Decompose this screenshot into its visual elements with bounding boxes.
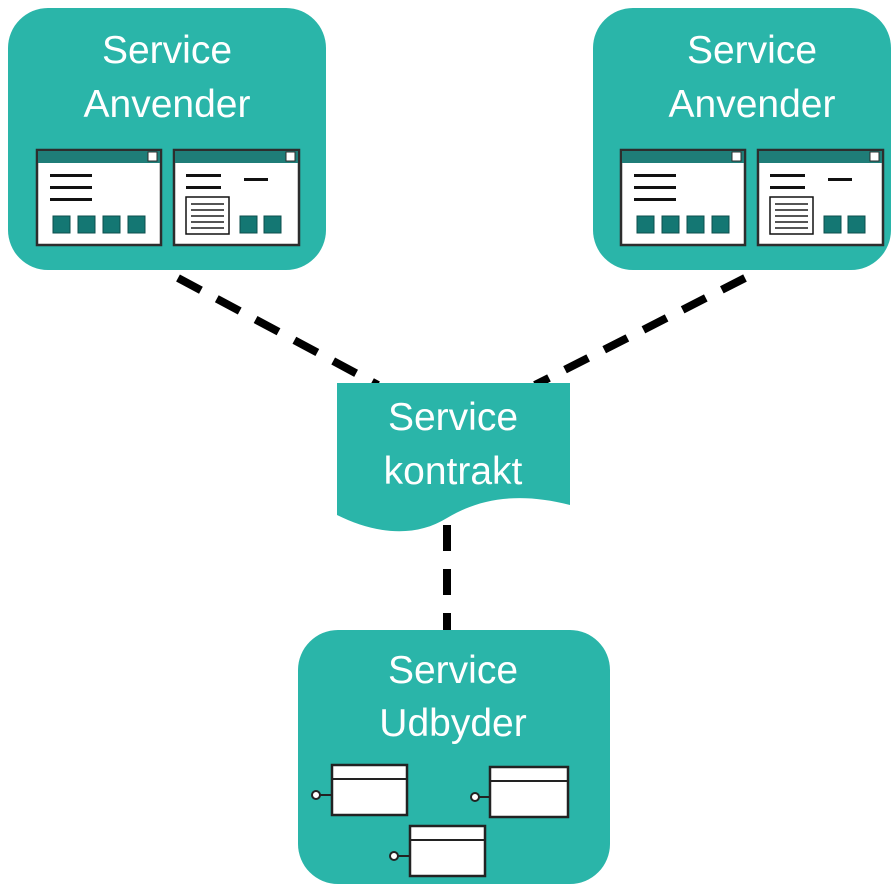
service-contract: Service kontrakt — [337, 383, 570, 532]
consumer-right-label-line2: Anvender — [669, 83, 836, 126]
provider-label-line1: Service — [388, 649, 518, 692]
document-window-icon — [172, 148, 301, 247]
contract-label-line2: kontrakt — [384, 450, 523, 493]
contract-label-line1: Service — [388, 396, 518, 439]
consumer-left-label-line1: Service — [102, 29, 232, 72]
form-window-icon — [35, 148, 163, 247]
component-icon — [389, 824, 487, 878]
service-consumer-left: Service Anvender — [8, 8, 326, 270]
provider-label-line2: Udbyder — [379, 702, 526, 745]
form-window-icon — [619, 148, 747, 247]
service-consumer-right: Service Anvender — [593, 8, 891, 270]
connector-right-consumer-to-contract — [533, 274, 747, 389]
consumer-left-label-line2: Anvender — [84, 83, 251, 126]
connector-left-consumer-to-contract — [176, 274, 380, 389]
consumer-right-label-line1: Service — [687, 29, 817, 72]
component-icon — [311, 763, 409, 817]
service-provider: Service Udbyder — [298, 630, 610, 884]
component-icon — [470, 765, 570, 819]
document-window-icon — [756, 148, 885, 247]
